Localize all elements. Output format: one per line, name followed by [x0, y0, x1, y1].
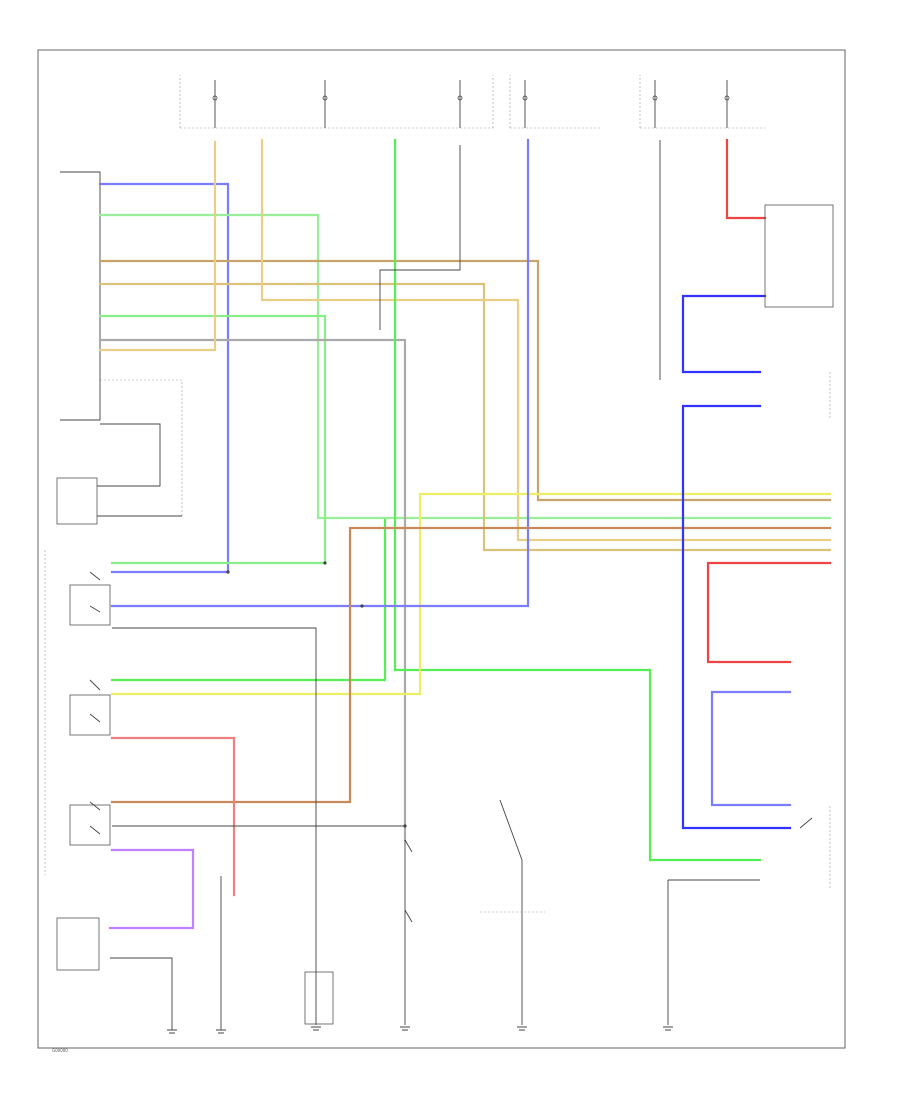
- footer-id: G00000: [52, 1048, 68, 1053]
- wire-black-6: [110, 957, 173, 1030]
- wire-tan-3: [260, 138, 832, 542]
- thermostat-box: [56, 477, 98, 525]
- wire-red-2: [725, 138, 767, 220]
- wire-tan-2: [98, 140, 217, 352]
- wire-green-4: [110, 518, 387, 682]
- wire-green-2: [98, 314, 327, 565]
- fuse-3: [457, 80, 463, 128]
- fuse-box-group: [179, 75, 765, 129]
- junction-dots: [226, 561, 407, 828]
- switch-block-2: [69, 694, 111, 736]
- sensor-box: [56, 917, 100, 971]
- wire-green-1: [98, 213, 832, 520]
- wire-brown-2: [110, 526, 832, 804]
- switch-1: [89, 571, 101, 613]
- wire-red-3: [706, 561, 832, 664]
- wire-blue-1: [98, 182, 230, 574]
- wire-gray-1: [98, 338, 407, 842]
- wire-black-10: [667, 879, 760, 1025]
- wire-black-11: [499, 799, 523, 861]
- left-connector-block: [60, 171, 183, 516]
- switch-center-1: [404, 839, 413, 923]
- wire-blue-3: [681, 294, 767, 374]
- fuse-2: [322, 80, 328, 128]
- wire-tan-1: [98, 282, 832, 552]
- compressor-clutch-box: [304, 971, 334, 1025]
- wire-blue-2: [110, 138, 530, 608]
- fuse-6: [724, 80, 730, 128]
- wire-red-1: [110, 736, 236, 897]
- switch-right: [799, 817, 813, 829]
- switch-block-3: [69, 804, 111, 846]
- wire-black-2: [112, 627, 317, 1025]
- wire-black-4: [97, 423, 161, 487]
- relay-box-right: [764, 204, 834, 308]
- switch-block-1: [69, 584, 111, 626]
- wire-black-1: [379, 145, 461, 330]
- wire-purple-1: [108, 848, 195, 930]
- wire-green-3: [393, 138, 762, 862]
- switch-3: [89, 801, 101, 835]
- diagram-border: [37, 49, 846, 1049]
- wire-blue-4: [681, 404, 792, 830]
- wire-yellow-1: [110, 492, 832, 696]
- fuse-4: [522, 80, 528, 128]
- wire-blue-5: [710, 690, 792, 807]
- fuse-1: [212, 80, 218, 128]
- fuse-5: [652, 80, 658, 128]
- ground-symbol: [167, 1026, 673, 1034]
- switch-2: [89, 679, 101, 723]
